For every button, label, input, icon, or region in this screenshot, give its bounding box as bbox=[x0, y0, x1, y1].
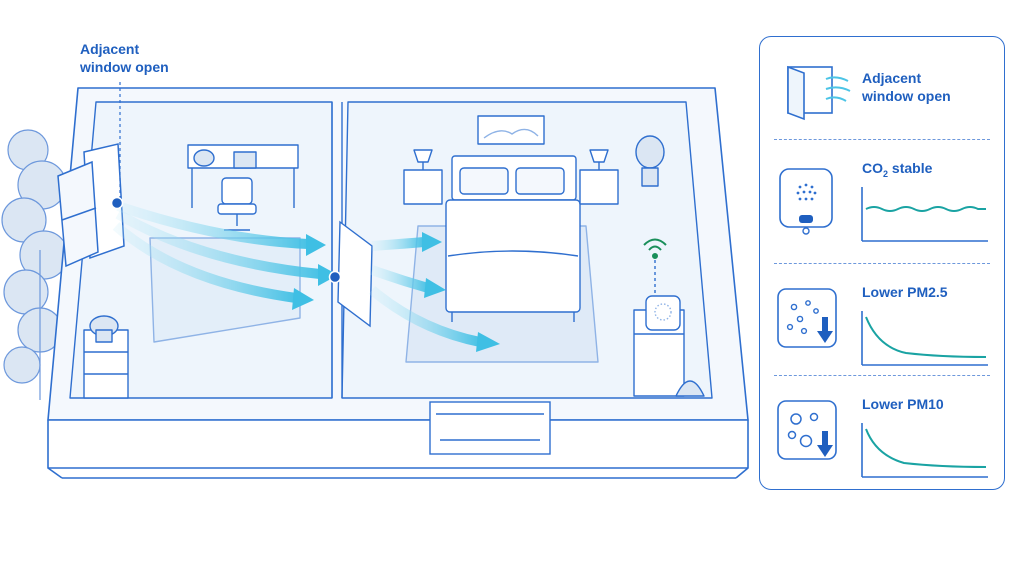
legend-panel: Adjacent window open CO2 stable bbox=[759, 36, 1005, 490]
legend-pm25-label: Lower PM2.5 bbox=[862, 283, 948, 301]
legend-item-pm25: Lower PM2.5 bbox=[760, 265, 1004, 375]
pm10-trend-graph bbox=[861, 423, 988, 478]
legend-pm25-text: Lower PM2.5 bbox=[862, 284, 948, 300]
legend-divider bbox=[774, 263, 990, 264]
wifi-signal-icon bbox=[643, 238, 667, 259]
interior-wall bbox=[331, 102, 373, 398]
open-window-icon bbox=[787, 65, 851, 121]
callout-line-1: Adjacent bbox=[80, 41, 140, 57]
co2-trend-line bbox=[865, 206, 986, 212]
entrance bbox=[429, 401, 551, 455]
window-marker bbox=[110, 196, 124, 210]
lamp-icon bbox=[589, 149, 609, 170]
legend-item-co2: CO2 stable bbox=[760, 141, 1004, 263]
door-marker bbox=[328, 270, 342, 284]
callout-line-2: window open bbox=[80, 59, 169, 75]
air-monitor-device bbox=[645, 295, 681, 331]
bedroom bbox=[341, 101, 713, 399]
legend-pm10-text: Lower PM10 bbox=[862, 396, 944, 412]
plant-icon bbox=[635, 135, 665, 187]
airflow-arrow bbox=[115, 209, 321, 279]
airflow-arrow bbox=[112, 222, 297, 303]
airflow-arrows bbox=[112, 201, 500, 352]
legend-item-window: Adjacent window open bbox=[760, 37, 1004, 137]
legend-item-pm10: Lower PM10 bbox=[760, 377, 1004, 489]
plant-icon bbox=[193, 149, 215, 167]
airflow-arrow bbox=[370, 265, 430, 293]
co2-trend-graph bbox=[861, 187, 988, 242]
pm10-trend-line bbox=[865, 428, 987, 468]
pm25-trend-line bbox=[865, 316, 987, 358]
co2-subscript: 2 bbox=[883, 168, 889, 179]
plant-icon bbox=[675, 380, 705, 397]
legend-co2-label: CO2 stable bbox=[862, 159, 932, 183]
airflow-arrow bbox=[116, 201, 309, 249]
legend-window-label: Adjacent window open bbox=[862, 69, 951, 105]
desk bbox=[187, 144, 299, 208]
large-particles-down-icon bbox=[777, 400, 837, 460]
airflow-arrow bbox=[368, 286, 481, 347]
co2-suffix: stable bbox=[888, 160, 933, 176]
lamp-icon bbox=[413, 149, 433, 170]
legend-divider bbox=[774, 139, 990, 140]
legend-window-line-2: window open bbox=[862, 88, 951, 104]
small-particles-down-icon bbox=[777, 288, 837, 348]
floor-plan-illustration bbox=[1, 82, 749, 479]
window-callout: Adjacent window open bbox=[80, 40, 200, 76]
legend-pm10-label: Lower PM10 bbox=[862, 395, 944, 413]
co2-text: CO bbox=[862, 160, 883, 176]
plant-icon bbox=[89, 315, 119, 343]
legend-divider bbox=[774, 375, 990, 376]
wall-art bbox=[477, 115, 545, 145]
legend-window-line-1: Adjacent bbox=[862, 70, 922, 86]
air-monitor-icon bbox=[779, 168, 833, 235]
pm25-trend-graph bbox=[861, 311, 988, 366]
airflow-arrow bbox=[371, 237, 425, 251]
bed bbox=[445, 155, 581, 322]
